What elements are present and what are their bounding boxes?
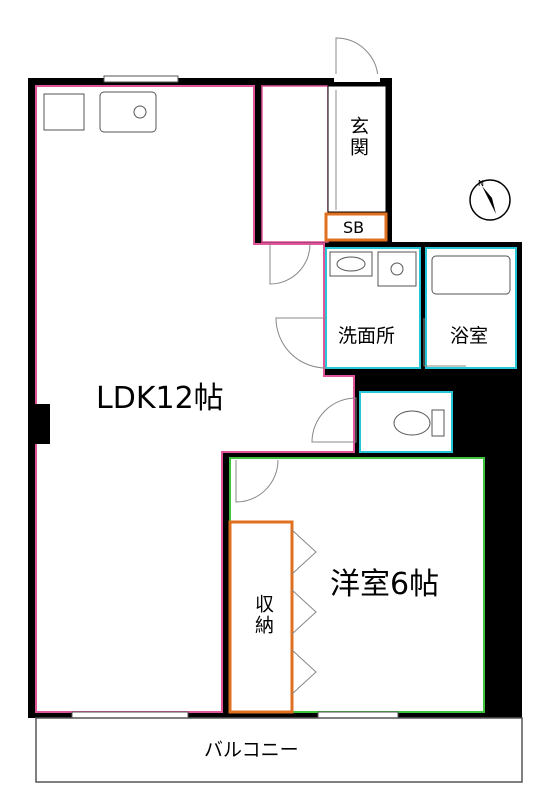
bathroom xyxy=(425,247,517,369)
stove xyxy=(43,93,85,131)
storage-closet xyxy=(228,520,294,714)
shoe-box-label: SB xyxy=(343,218,364,237)
entrance-room xyxy=(327,85,387,213)
western-door-swing xyxy=(235,459,279,503)
balcony-label: バルコニー xyxy=(204,739,299,761)
entrance-label: 玄関 xyxy=(347,116,369,158)
ldk-door-swing xyxy=(269,243,311,285)
basin-bowl xyxy=(336,256,366,272)
entrance-door-gap xyxy=(334,74,380,82)
washer-pan xyxy=(377,251,417,287)
north-arrow-icon: N xyxy=(469,179,511,221)
washer-drain xyxy=(390,262,404,276)
ldk-label: LDK12帖 xyxy=(96,381,224,416)
western-label: 洋室6帖 xyxy=(330,567,439,602)
svg-text:N: N xyxy=(478,179,484,188)
sink-drain xyxy=(133,105,147,119)
storage-label: 収納 xyxy=(252,594,274,636)
washroom-door-swing xyxy=(275,317,327,369)
entrance-door-swing xyxy=(335,37,379,79)
bath-door-swing xyxy=(423,318,466,367)
bathroom-label: 浴室 xyxy=(450,325,488,347)
toilet-bowl xyxy=(393,410,431,436)
storage-door-folds xyxy=(291,529,317,695)
toilet-door-swing xyxy=(311,397,357,443)
entrance-closet xyxy=(261,85,329,243)
ldk-wall-notch xyxy=(28,404,50,444)
toilet-room xyxy=(359,391,453,453)
window-top xyxy=(103,75,179,83)
shoe-box xyxy=(324,212,388,242)
bathtub xyxy=(431,255,511,295)
washroom xyxy=(325,247,421,369)
sink xyxy=(99,91,157,133)
washroom-label: 洗面所 xyxy=(338,325,395,347)
balcony xyxy=(35,717,523,783)
wash-basin xyxy=(329,251,373,277)
toilet-tank xyxy=(431,409,445,437)
